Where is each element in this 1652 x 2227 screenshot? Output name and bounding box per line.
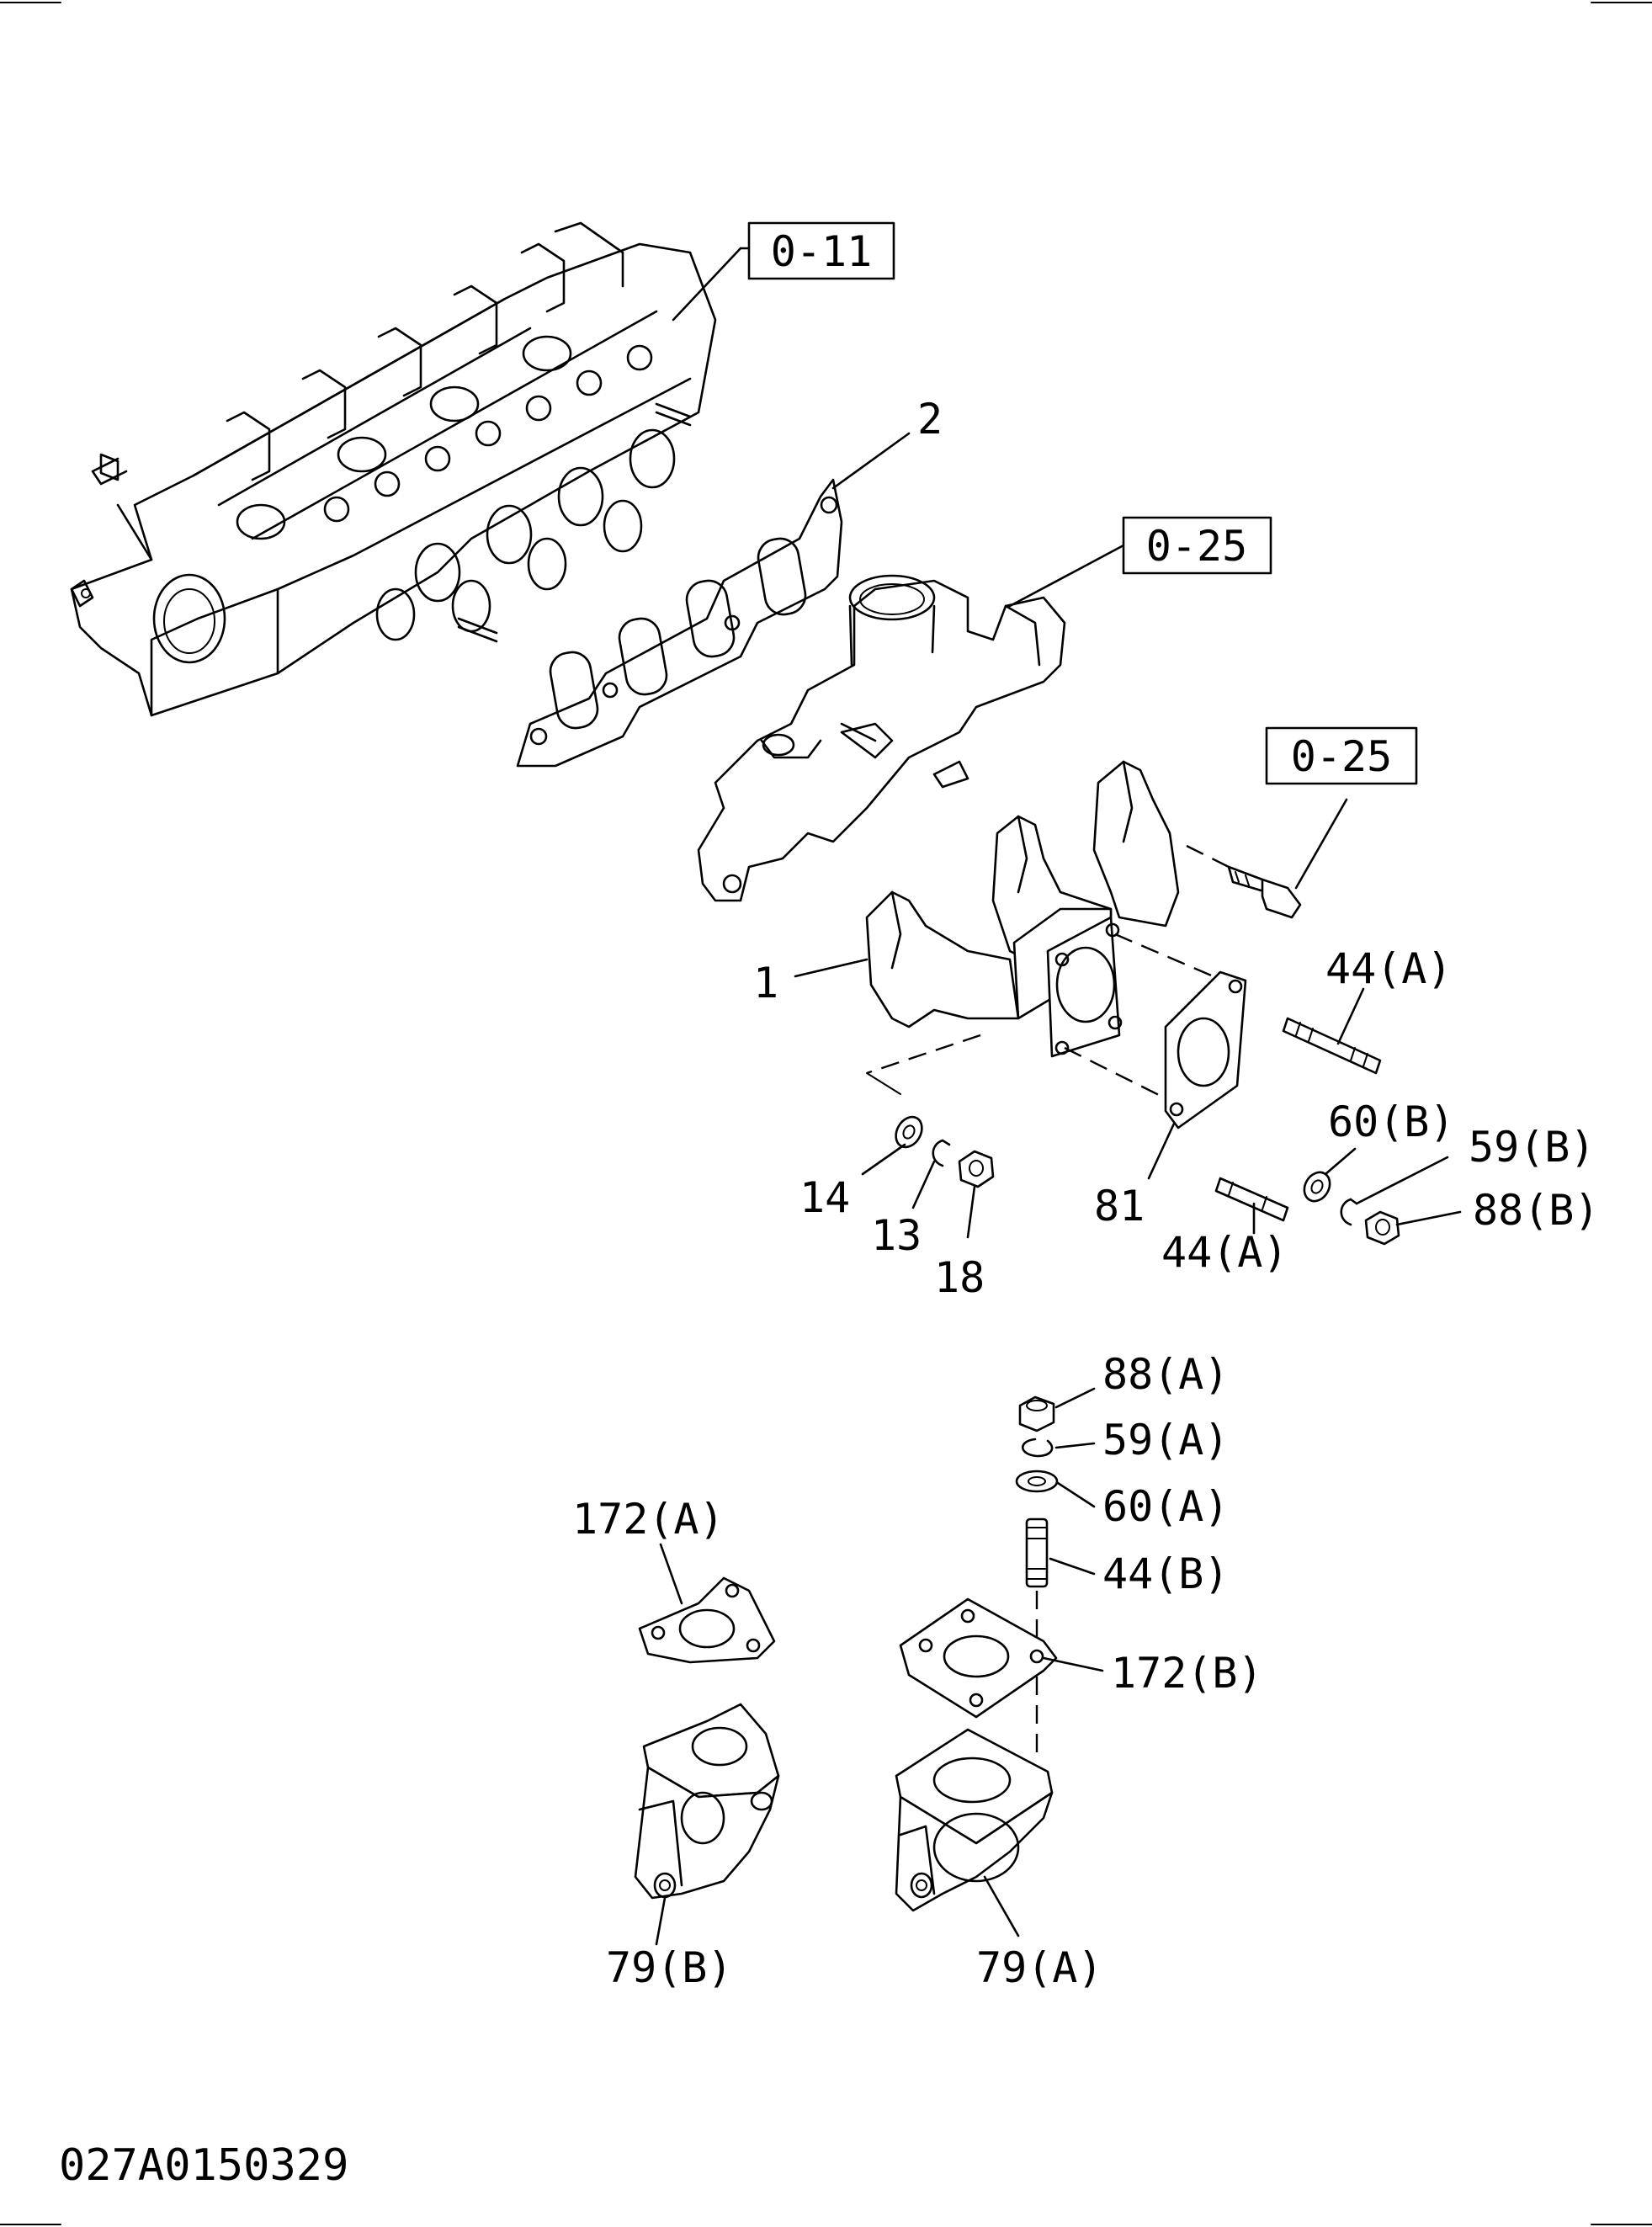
intake-gasket-part[interactable]: [516, 478, 843, 768]
washer-14-part[interactable]: [890, 1113, 927, 1152]
lockwasher-59b-part[interactable]: [1340, 1198, 1358, 1226]
washer-60a-part[interactable]: [1015, 1470, 1059, 1493]
gasket-172a-part[interactable]: [638, 1576, 776, 1664]
callout-59b: 59(B): [1355, 1123, 1596, 1205]
callout-59a: 59(A): [1054, 1416, 1230, 1464]
callout-172b: 172(B): [1042, 1649, 1263, 1698]
exhaust-gasket-part[interactable]: [1164, 970, 1247, 1129]
stud-44a-upper-part[interactable]: [1282, 1017, 1382, 1075]
callout-44a-lower: 44(A): [1161, 1202, 1288, 1277]
gasket-172b-part[interactable]: [899, 1597, 1058, 1719]
ref-0-25-callout-upper: [1008, 544, 1125, 608]
callout-13: 13: [871, 1160, 936, 1260]
ref-label-0-11: 0-11: [771, 227, 872, 276]
callout-label-13: 13: [871, 1211, 922, 1260]
callout-81: 81: [1094, 1122, 1176, 1230]
ref-0-25-callout-lower: [1186, 798, 1348, 890]
callout-88b: 88(B): [1395, 1186, 1600, 1235]
ref-box-0-25-lower[interactable]: 0-25: [1265, 726, 1418, 785]
callout-label-81: 81: [1094, 1182, 1145, 1230]
callout-60b: 60(B): [1324, 1098, 1455, 1176]
callout-44a-upper: 44(A): [1325, 944, 1453, 1045]
callout-label-59b: 59(B): [1469, 1123, 1596, 1172]
callout-172a: 172(A): [572, 1495, 725, 1605]
assembly-lines: [866, 933, 1234, 1104]
callout-label-60b: 60(B): [1328, 1098, 1455, 1146]
callout-label-44a-upper: 44(A): [1325, 944, 1453, 993]
callout-2: 2: [831, 395, 943, 490]
ref-box-0-11[interactable]: 0-11: [747, 221, 895, 280]
nut-88a-part[interactable]: [1018, 1395, 1055, 1432]
callout-label-44a-lower: 44(A): [1161, 1228, 1288, 1277]
ref-label-0-25-lower: 0-25: [1291, 732, 1392, 781]
callout-label-172b: 172(B): [1111, 1649, 1263, 1698]
ref-0-11-callout: [672, 247, 751, 322]
callout-label-172a: 172(A): [572, 1495, 725, 1544]
intake-manifold-part[interactable]: [697, 574, 1066, 902]
exhaust-manifold-part[interactable]: [865, 760, 1180, 1058]
callout-label-79b: 79(B): [606, 1943, 733, 1992]
callout-18: 18: [934, 1185, 985, 1302]
stud-44a-lower-part[interactable]: [1214, 1177, 1289, 1222]
callout-label-1: 1: [753, 959, 778, 1007]
callout-label-14: 14: [799, 1173, 850, 1222]
elbow-79a-part[interactable]: [895, 1728, 1054, 1912]
lockwasher-13-part[interactable]: [932, 1139, 951, 1167]
elbow-79b-part[interactable]: [634, 1703, 780, 1900]
drawing-code: 027A0150329: [59, 2140, 348, 2191]
callout-79b: 79(B): [606, 1896, 733, 1992]
callout-60a: 60(A): [1056, 1481, 1230, 1531]
stud-44b-part[interactable]: [1025, 1517, 1049, 1588]
callout-label-2: 2: [917, 395, 943, 444]
callout-label-88b: 88(B): [1473, 1186, 1600, 1235]
manifold-bolt-part[interactable]: [1227, 865, 1302, 919]
ref-label-0-25-upper: 0-25: [1146, 522, 1247, 571]
callout-14: 14: [799, 1143, 906, 1222]
callout-label-44b: 44(B): [1102, 1549, 1230, 1598]
nut-18-part[interactable]: [958, 1150, 995, 1188]
callout-79a: 79(A): [976, 1875, 1103, 1992]
cylinder-head-part[interactable]: [70, 221, 717, 717]
callout-88a: 88(A): [1054, 1350, 1230, 1409]
ref-box-0-25-upper[interactable]: 0-25: [1122, 516, 1272, 575]
callout-1: 1: [753, 958, 868, 1007]
callout-label-59a: 59(A): [1102, 1416, 1230, 1464]
callout-label-88a: 88(A): [1102, 1350, 1230, 1399]
washer-60b-part[interactable]: [1299, 1167, 1335, 1205]
nut-88b-part[interactable]: [1364, 1210, 1400, 1246]
callout-44b: 44(B): [1049, 1549, 1230, 1598]
callout-label-18: 18: [934, 1253, 985, 1302]
callout-label-60a: 60(A): [1102, 1482, 1230, 1531]
lockwasher-59a-part[interactable]: [1021, 1438, 1054, 1458]
callout-label-79a: 79(A): [976, 1943, 1103, 1992]
